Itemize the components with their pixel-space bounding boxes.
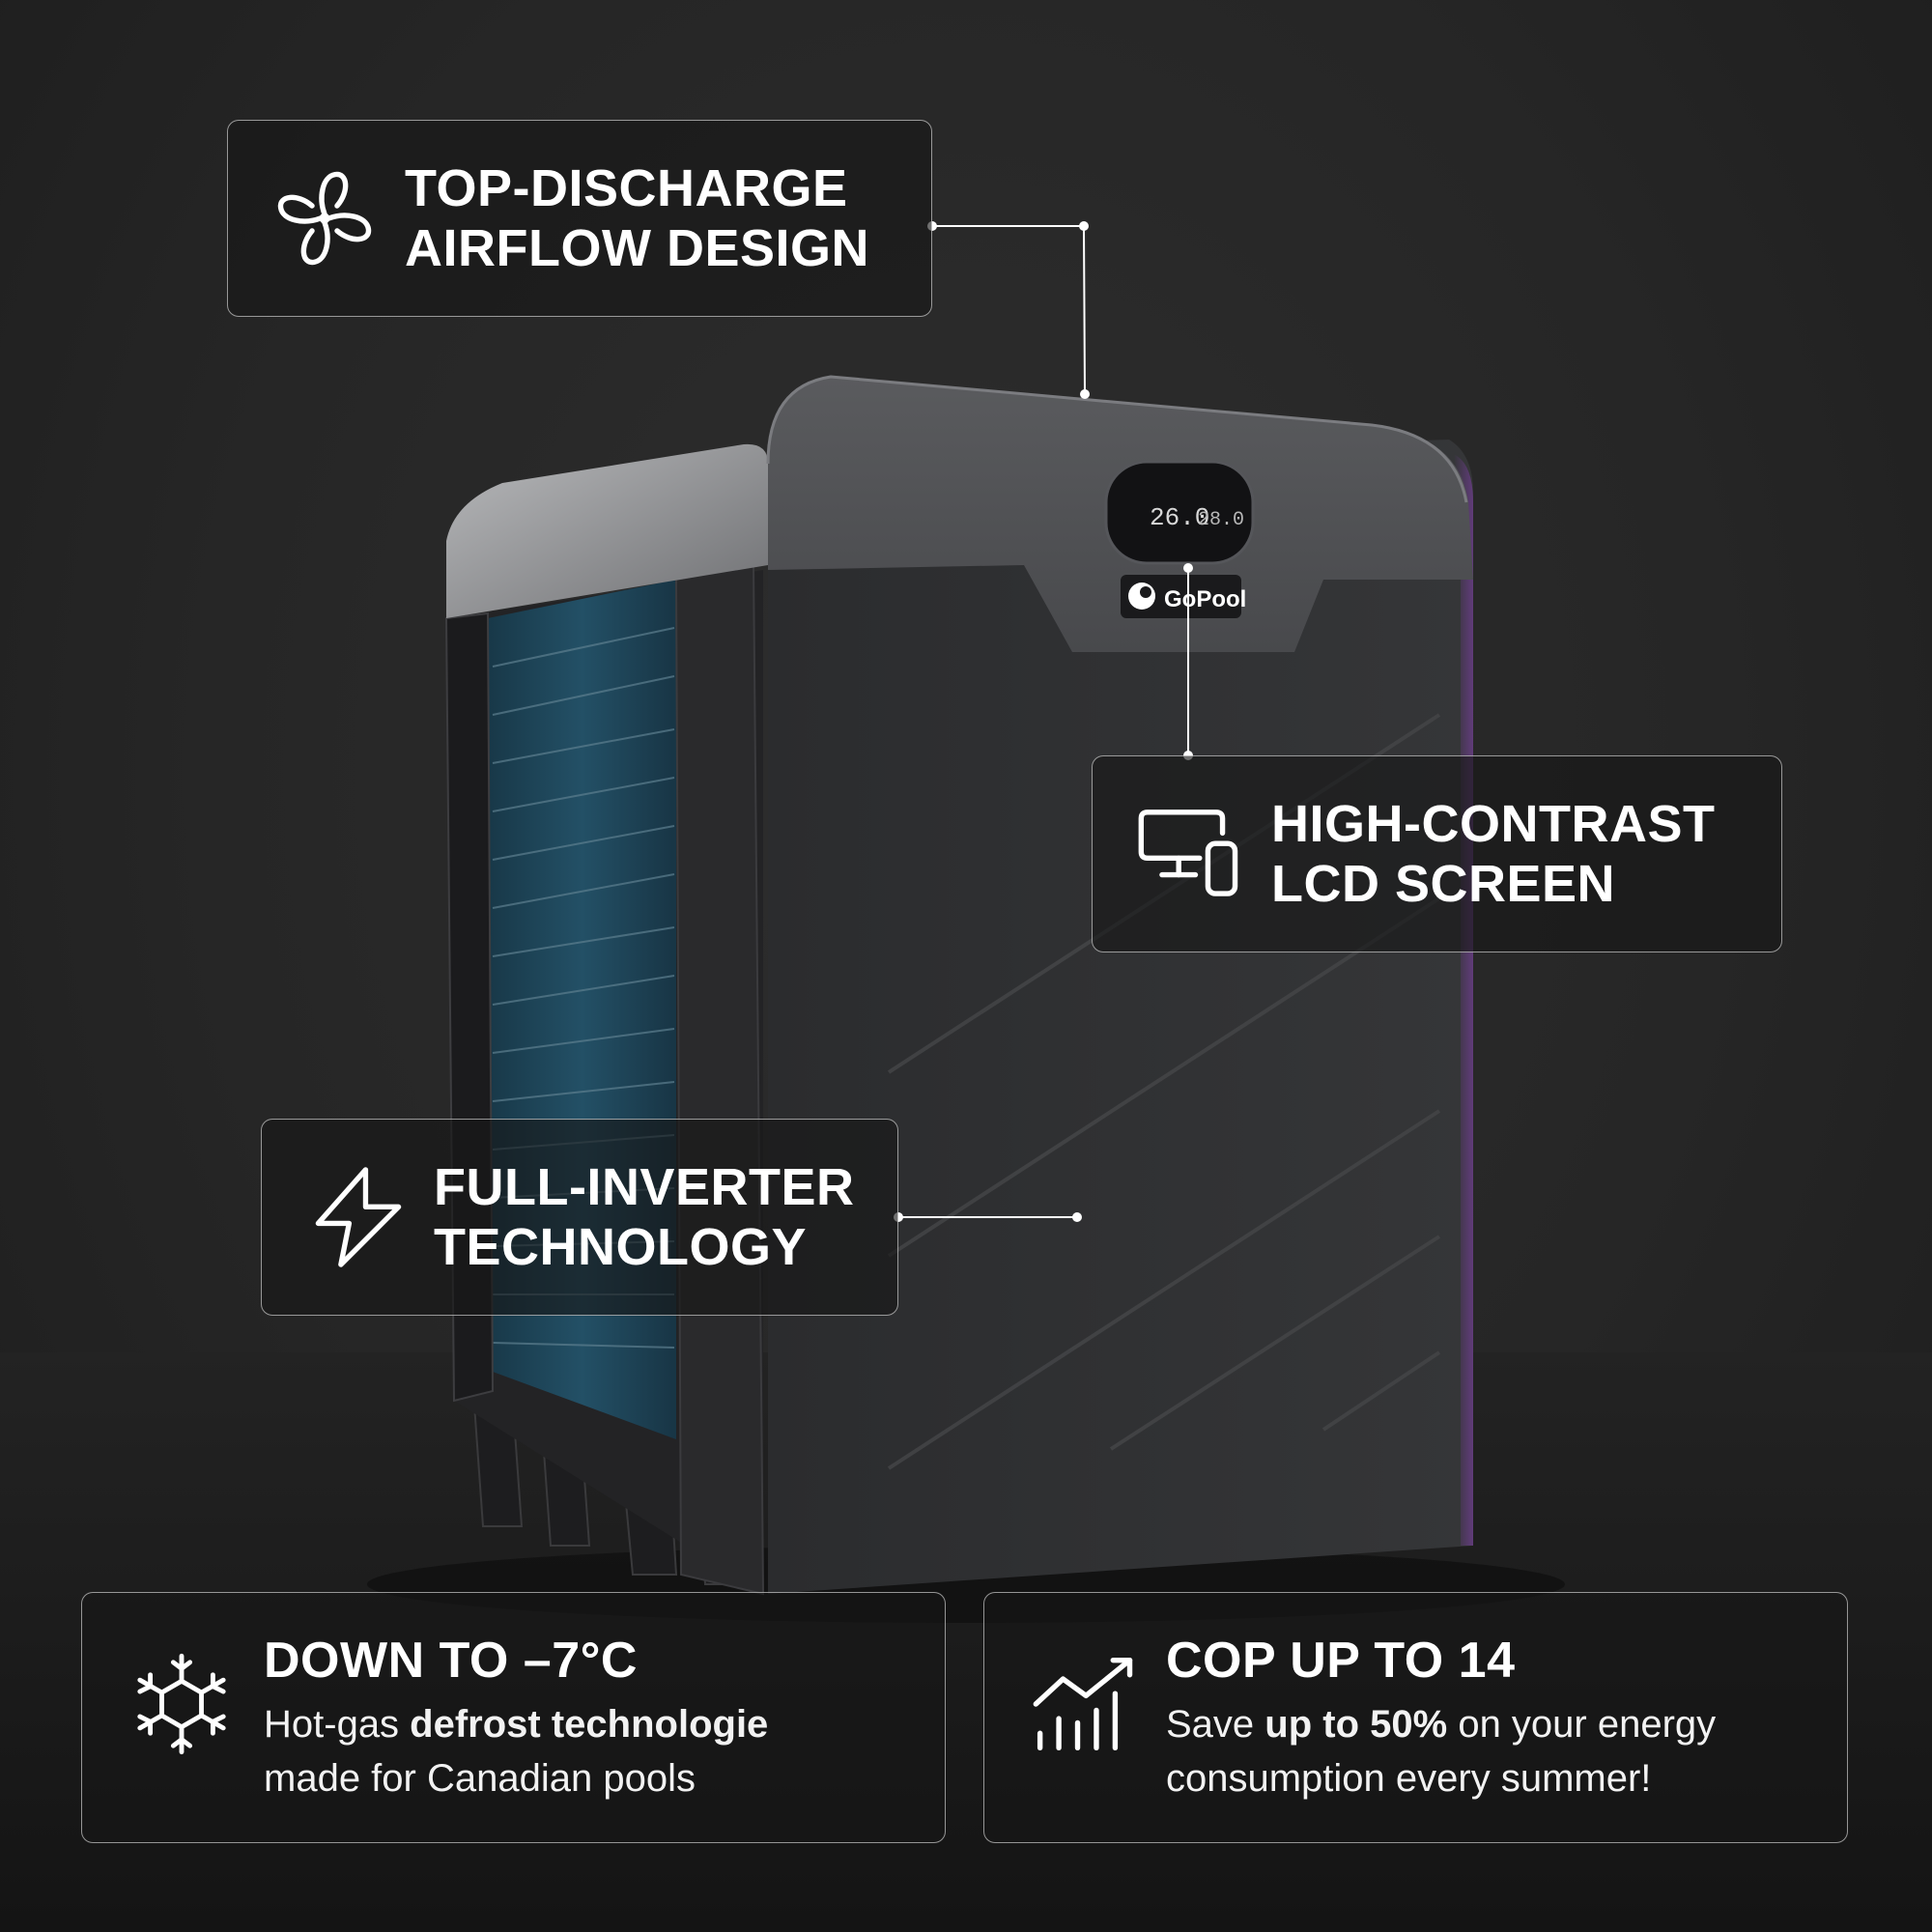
brand-name: GoPool bbox=[1164, 586, 1246, 612]
devices-icon bbox=[1136, 801, 1242, 907]
growth-chart-icon bbox=[1031, 1651, 1137, 1757]
feature-cold-desc-line2: made for Canadian pools bbox=[264, 1757, 696, 1800]
brand-plate bbox=[1121, 575, 1241, 618]
callout-full-inverter: FULL-INVERTER TECHNOLOGY bbox=[261, 1119, 898, 1316]
feature-cold-desc-line1: Hot-gas defrost technologie bbox=[264, 1697, 768, 1751]
callout-lcd-line1: HIGH-CONTRAST bbox=[1271, 795, 1716, 853]
feature-cop-desc-bold: up to 50% bbox=[1264, 1703, 1448, 1746]
callout-inverter-line1: FULL-INVERTER bbox=[434, 1158, 855, 1216]
feature-cop-desc-pre: Save bbox=[1166, 1703, 1265, 1746]
snowflake-icon bbox=[128, 1651, 235, 1757]
connector-top bbox=[932, 225, 1086, 395]
fan-icon bbox=[271, 165, 378, 271]
display-readout-right: 28.0 bbox=[1198, 509, 1244, 531]
callout-top-line1: TOP-DISCHARGE bbox=[405, 159, 848, 217]
feature-cop-desc-line1: Save up to 50% on your energy bbox=[1166, 1697, 1716, 1751]
feature-cop: COP UP TO 14 Save up to 50% on your ener… bbox=[983, 1592, 1848, 1843]
feature-cold-desc-pre: Hot-gas bbox=[264, 1703, 411, 1746]
feature-cop-title: COP UP TO 14 bbox=[1166, 1633, 1516, 1689]
display-readout-left: 26.0 bbox=[1150, 503, 1209, 532]
callout-lcd-screen: HIGH-CONTRAST LCD SCREEN bbox=[1092, 755, 1782, 952]
feature-cop-desc-post: on your energy bbox=[1447, 1703, 1717, 1746]
callout-top-discharge: TOP-DISCHARGE AIRFLOW DESIGN bbox=[227, 120, 932, 317]
feature-cop-desc-line2: consumption every summer! bbox=[1166, 1757, 1652, 1800]
lcd-display bbox=[1104, 460, 1255, 565]
callout-top-line2: AIRFLOW DESIGN bbox=[405, 219, 869, 277]
feature-cold-title: DOWN TO –7°C bbox=[264, 1633, 638, 1689]
feature-cold: DOWN TO –7°C Hot-gas defrost technologie… bbox=[81, 1592, 946, 1843]
callout-inverter-line2: TECHNOLOGY bbox=[434, 1218, 808, 1276]
lightning-icon bbox=[310, 1164, 407, 1270]
feature-cold-desc-bold: defrost technologie bbox=[410, 1703, 769, 1746]
callout-lcd-line2: LCD SCREEN bbox=[1271, 855, 1616, 913]
